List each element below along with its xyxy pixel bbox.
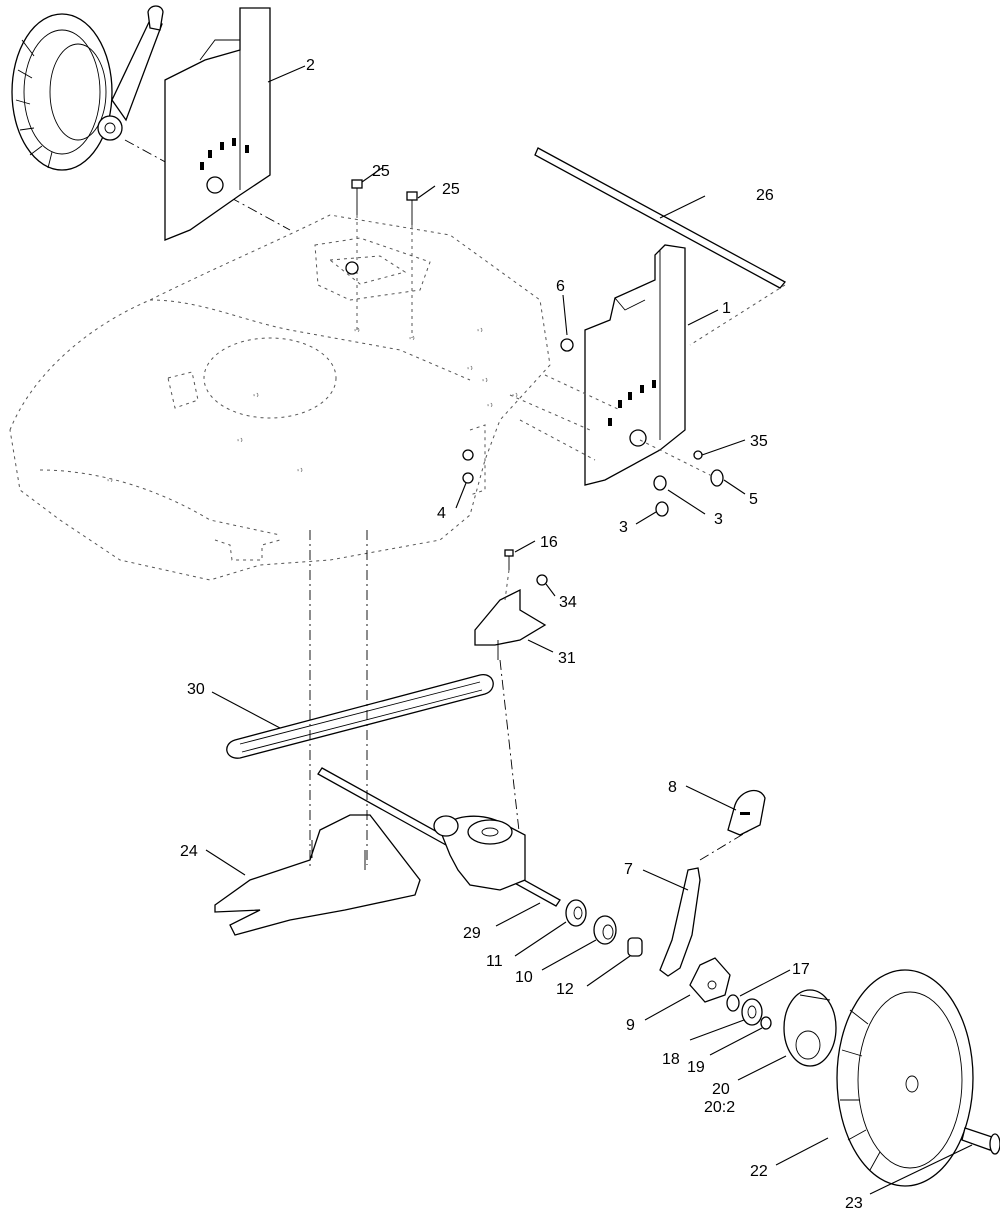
callout-12: 12 [556,981,574,998]
callout-2: 2 [306,57,315,74]
right-wheel [836,969,974,1187]
screw-16 [504,549,514,601]
callout-29: 29 [463,925,481,942]
callout-10: 10 [515,969,533,986]
wheel-hubcap [783,989,837,1067]
pivot-bracket [689,957,731,1003]
clip-19 [760,1016,772,1030]
callout-16: 16 [540,534,558,551]
right-height-plate [509,244,686,486]
callout-26: 26 [756,187,774,204]
callout-3-left: 3 [619,519,628,536]
left-wheel-assembly [11,5,291,231]
callout-17: 17 [792,961,810,978]
alignment-lines [309,530,368,870]
callout-25b: 25 [442,181,460,198]
callout-20-qty: 20:2 [704,1099,735,1116]
callout-30: 30 [187,681,205,698]
callout-7: 7 [624,861,633,878]
right-plate-slots [608,380,656,426]
bushing-11 [565,899,587,927]
callout-19: 19 [687,1059,705,1076]
callout-18: 18 [662,1051,680,1068]
callout-35: 35 [750,433,768,450]
drive-belt [226,674,494,759]
mower-deck-phantom [9,214,551,581]
washer-17 [726,994,740,1012]
callout-25a: 25 [372,163,390,180]
nut-4 [462,449,474,484]
grass-deflector [214,814,421,936]
callout-1: 1 [722,300,731,317]
callout-23: 23 [845,1195,863,1212]
leader-lines [205,65,973,1195]
callout-22: 22 [750,1163,768,1180]
bolt-5 [639,439,724,487]
callout-20: 20 [712,1081,730,1098]
callout-labels: 2 25 25 26 6 1 35 5 3 3 4 16 34 31 30 8 … [180,57,863,1212]
wheel-bolt [961,1127,1000,1155]
left-height-plate [164,7,271,241]
spacer-12 [627,937,643,957]
screw-35 [693,450,703,460]
callout-8: 8 [668,779,677,796]
bolt-25-right [406,191,418,338]
screw-34 [536,574,548,586]
drive-lever [659,829,751,977]
bolt-25-left [345,179,363,330]
bearing-10 [593,915,617,945]
left-plate-slots [200,138,249,170]
callout-4: 4 [437,505,446,522]
callout-31: 31 [558,650,576,667]
callout-3-right: 3 [714,511,723,528]
bolts-3 [653,475,669,517]
callout-5: 5 [749,491,758,508]
gear-18 [741,998,763,1026]
lever-grip [727,789,766,836]
callout-24: 24 [180,843,198,860]
callout-11: 11 [486,953,503,970]
callout-34: 34 [559,594,577,611]
bracket-31 [474,588,547,841]
callout-6: 6 [556,278,565,295]
transmission-assembly [317,767,561,907]
callout-9: 9 [626,1017,635,1034]
nut-6 [560,338,574,352]
